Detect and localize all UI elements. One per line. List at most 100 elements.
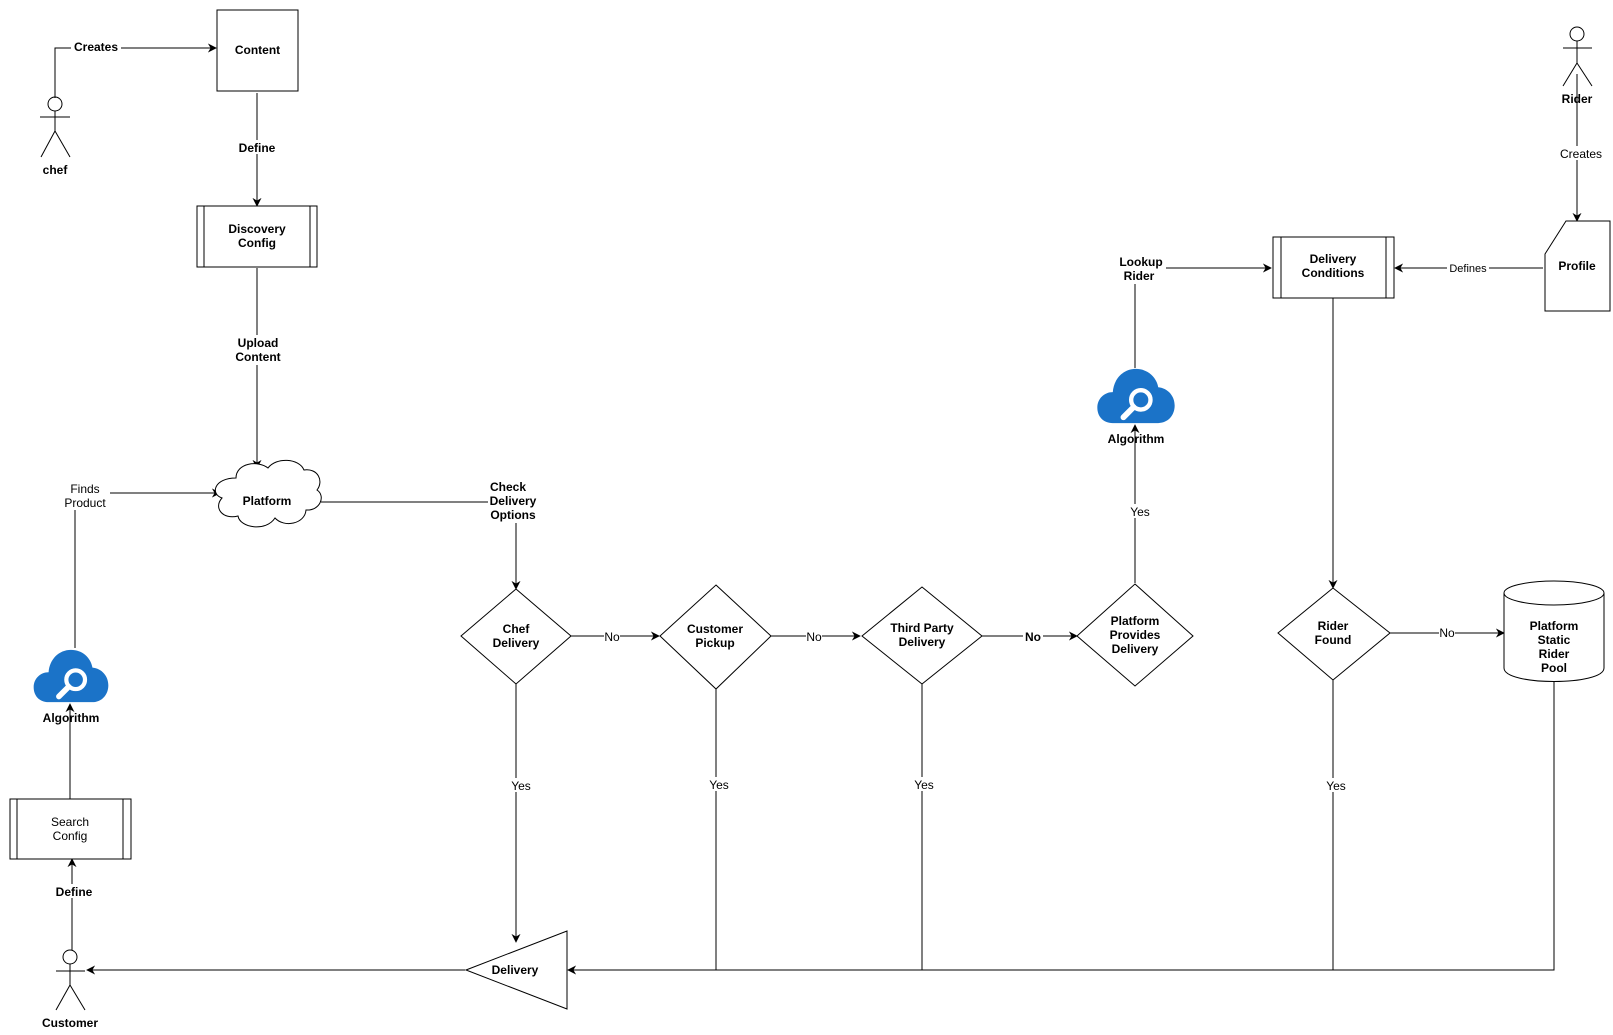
svg-text:Check: Check bbox=[490, 480, 526, 494]
algorithm-right: Algorithm bbox=[1097, 369, 1174, 446]
label-creates-rider: Creates bbox=[1556, 146, 1606, 161]
edge-pool-delivery bbox=[567, 680, 1555, 975]
svg-text:Delivery: Delivery bbox=[899, 635, 946, 649]
label-yes-rider: Yes bbox=[1324, 778, 1348, 793]
edge-platform-chefdelivery bbox=[321, 501, 521, 590]
svg-text:Third Party: Third Party bbox=[890, 621, 954, 635]
label-no-4: No bbox=[1439, 626, 1455, 640]
profile-card: Profile bbox=[1544, 220, 1611, 312]
svg-text:Define: Define bbox=[239, 141, 276, 155]
label-no-2: No bbox=[806, 629, 822, 644]
label-finds-product: Finds Product bbox=[60, 480, 110, 510]
label-yes-third: Yes bbox=[912, 777, 936, 792]
svg-text:Profile: Profile bbox=[1558, 259, 1596, 273]
label-defines: Defines bbox=[1447, 261, 1489, 275]
label-yes-pickup: Yes bbox=[707, 777, 731, 792]
label-upload-content: Upload Content bbox=[232, 335, 284, 365]
svg-text:Delivery: Delivery bbox=[492, 963, 539, 977]
svg-text:Yes: Yes bbox=[511, 779, 531, 793]
svg-text:Platform: Platform bbox=[1111, 614, 1160, 628]
svg-text:Define: Define bbox=[56, 885, 93, 899]
label-yes-platform: Yes bbox=[1128, 504, 1152, 519]
svg-text:Defines: Defines bbox=[1449, 263, 1487, 275]
svg-text:Content: Content bbox=[235, 43, 280, 57]
svg-text:Delivery: Delivery bbox=[1112, 642, 1159, 656]
svg-text:Discovery: Discovery bbox=[228, 222, 286, 236]
rider-pool-database: Platform Static Rider Pool bbox=[1503, 580, 1605, 682]
content-box: Content bbox=[216, 9, 299, 92]
svg-text:No: No bbox=[604, 630, 620, 644]
svg-text:Platform: Platform bbox=[1530, 619, 1579, 633]
svg-text:No: No bbox=[1025, 630, 1041, 644]
cloud-search-icon bbox=[1097, 369, 1174, 423]
algorithm-left: Algorithm bbox=[34, 650, 109, 725]
search-config-process: Search Config bbox=[9, 798, 132, 860]
edge-algorithm-platform bbox=[74, 488, 221, 648]
svg-text:Provides: Provides bbox=[1110, 628, 1161, 642]
svg-text:No: No bbox=[1439, 626, 1455, 640]
svg-text:Yes: Yes bbox=[1326, 779, 1346, 793]
svg-text:Pickup: Pickup bbox=[695, 636, 734, 650]
svg-text:Rider: Rider bbox=[1539, 647, 1570, 661]
svg-text:Rider: Rider bbox=[1318, 619, 1349, 633]
svg-text:Yes: Yes bbox=[1130, 505, 1150, 519]
svg-text:Algorithm: Algorithm bbox=[1108, 432, 1165, 446]
edge-labels: Creates Define Upload Content Finds Prod… bbox=[54, 39, 1606, 899]
svg-text:Product: Product bbox=[64, 496, 106, 510]
actor-chef: chef bbox=[40, 96, 71, 177]
label-check-delivery-options: Check Delivery Options bbox=[488, 479, 542, 523]
svg-text:Algorithm: Algorithm bbox=[43, 711, 100, 725]
label-define-top: Define bbox=[235, 140, 279, 155]
svg-text:Config: Config bbox=[238, 236, 276, 250]
third-party-delivery-decision: Third Party Delivery bbox=[861, 586, 983, 685]
svg-text:Customer: Customer bbox=[687, 622, 743, 636]
svg-text:Content: Content bbox=[235, 350, 280, 364]
svg-text:Yes: Yes bbox=[709, 778, 729, 792]
platform-provides-delivery-decision: Platform Provides Delivery bbox=[1076, 583, 1194, 687]
label-lookup-rider: Lookup Rider bbox=[1116, 254, 1166, 284]
svg-text:Search: Search bbox=[51, 815, 89, 829]
svg-text:Finds: Finds bbox=[70, 482, 99, 496]
edge-chef-content bbox=[54, 43, 217, 98]
svg-text:Config: Config bbox=[53, 829, 88, 843]
delivery-conditions-process: Delivery Conditions bbox=[1272, 236, 1395, 299]
svg-text:Platform: Platform bbox=[243, 494, 292, 508]
label-no-3: No bbox=[1023, 629, 1043, 644]
customer-pickup-decision: Customer Pickup bbox=[659, 584, 772, 690]
chef-delivery-decision: Chef Delivery bbox=[460, 588, 572, 685]
label-define-bottom: Define bbox=[54, 884, 93, 899]
person-icon bbox=[40, 96, 71, 158]
label-no-1: No bbox=[604, 629, 620, 644]
platform-cloud: Platform bbox=[214, 459, 322, 528]
svg-text:Rider: Rider bbox=[1124, 269, 1155, 283]
label-creates-chef: Creates bbox=[71, 39, 121, 54]
person-icon bbox=[1562, 26, 1593, 87]
svg-text:Customer: Customer bbox=[42, 1016, 98, 1030]
label-yes-chef: Yes bbox=[509, 778, 533, 793]
svg-text:Rider: Rider bbox=[1562, 92, 1593, 106]
rider-found-decision: Rider Found bbox=[1277, 587, 1391, 681]
svg-text:Pool: Pool bbox=[1541, 661, 1567, 675]
svg-text:Delivery: Delivery bbox=[490, 494, 537, 508]
svg-text:Yes: Yes bbox=[914, 778, 934, 792]
svg-text:Chef: Chef bbox=[503, 622, 531, 636]
actor-rider: Rider bbox=[1562, 26, 1593, 106]
person-icon bbox=[55, 949, 86, 1011]
svg-text:chef: chef bbox=[43, 163, 69, 177]
svg-text:Upload: Upload bbox=[238, 336, 279, 350]
discovery-config-process: Discovery Config bbox=[196, 205, 318, 268]
svg-text:Creates: Creates bbox=[74, 40, 118, 54]
svg-text:Options: Options bbox=[490, 508, 536, 522]
svg-text:Creates: Creates bbox=[1560, 147, 1602, 161]
delivery-merge: Delivery bbox=[464, 930, 568, 1010]
svg-text:Lookup: Lookup bbox=[1119, 255, 1162, 269]
svg-text:Conditions: Conditions bbox=[1302, 266, 1365, 280]
svg-text:Delivery: Delivery bbox=[1310, 252, 1357, 266]
cloud-search-icon bbox=[34, 650, 109, 702]
svg-text:Delivery: Delivery bbox=[493, 636, 540, 650]
actor-customer: Customer bbox=[42, 949, 98, 1030]
svg-text:Static: Static bbox=[1538, 633, 1571, 647]
svg-text:Found: Found bbox=[1315, 633, 1352, 647]
svg-text:No: No bbox=[806, 630, 822, 644]
